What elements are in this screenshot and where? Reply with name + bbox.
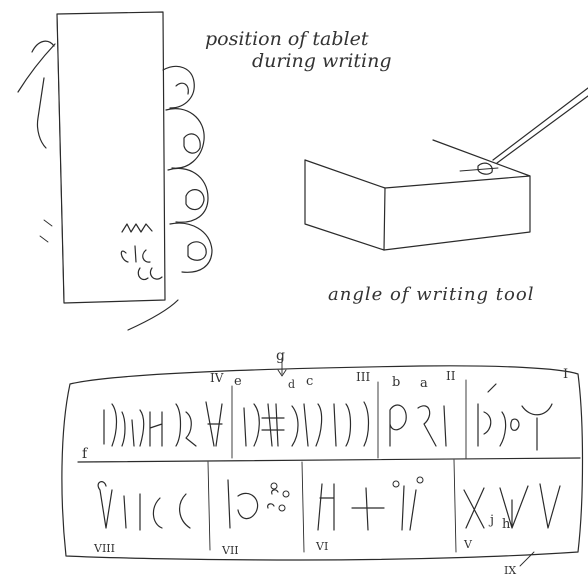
label-e: e <box>234 374 242 389</box>
inscribed-tablet-figure <box>62 358 583 566</box>
label-g: g <box>276 348 285 364</box>
finger-2-nail <box>184 134 200 153</box>
tablet-sign-stroke <box>135 246 136 262</box>
label-roman-VI: VI <box>315 540 328 553</box>
label-j: j <box>488 513 494 528</box>
hand-holding-tablet-figure <box>18 12 212 330</box>
hand-wrinkle-2 <box>40 236 48 242</box>
writing-stylus <box>493 88 588 163</box>
label-a: a <box>420 376 428 391</box>
hand-wrinkle-1 <box>44 220 52 226</box>
tablet-sign-curve <box>121 251 128 262</box>
lower-divider-3 <box>454 460 456 552</box>
tablet-edge-line <box>57 14 64 303</box>
finger-3-nail <box>186 190 204 210</box>
tablet-sign-crescent <box>143 250 150 262</box>
label-roman-IV: IV <box>210 371 224 385</box>
label-roman-V: V <box>463 538 473 551</box>
ruling-line <box>78 458 580 462</box>
lower-row-dots <box>271 477 423 511</box>
label-roman-VII: VII <box>221 544 239 557</box>
lower-divider-2 <box>302 462 304 552</box>
hand-back <box>37 78 46 148</box>
lower-divider-1 <box>208 462 210 550</box>
label-roman-VIII: VIII <box>93 542 115 555</box>
label-roman-III: III <box>356 370 370 384</box>
label-c: c <box>306 374 313 389</box>
block-top <box>305 140 530 188</box>
upper-row-signs <box>104 384 552 450</box>
hand-thumb-tip <box>32 41 54 52</box>
finger-3 <box>168 168 208 222</box>
finger-1-nail <box>176 83 188 94</box>
finger-1 <box>163 66 194 108</box>
label-b: b <box>392 375 400 390</box>
label-d: d <box>288 378 295 391</box>
label-h: h <box>502 517 511 532</box>
writing-angle-figure <box>305 88 588 250</box>
tablet-front <box>57 12 165 303</box>
caption-position-line2: during writing <box>252 50 392 72</box>
pointer-ix <box>520 552 534 566</box>
tablet-sign-curve-2 <box>138 268 148 280</box>
hand-thumb <box>18 44 55 92</box>
finger-4-nail <box>188 242 206 260</box>
label-roman-II: II <box>446 369 456 383</box>
hand-wrist <box>128 300 178 330</box>
block-front <box>384 176 530 250</box>
caption-angle: angle of writing tool <box>328 284 534 305</box>
label-roman-IX: IX <box>504 564 516 576</box>
tablet-sign-crescent-2 <box>150 268 162 279</box>
label-roman-I: I <box>563 367 568 382</box>
label-f: f <box>82 446 89 462</box>
tablet-sign-zigzag <box>122 224 152 232</box>
caption-position-line1: position of tablet <box>205 28 369 50</box>
